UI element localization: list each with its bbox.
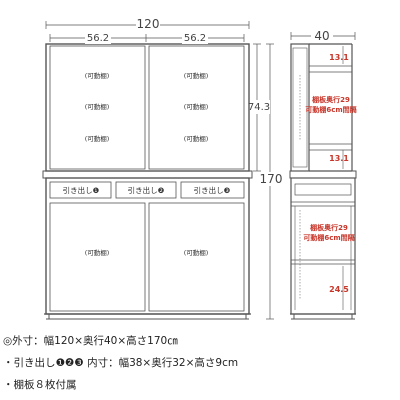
side-upper-top-label: 13.1 <box>329 53 349 62</box>
shelf-label: (可動棚) <box>85 102 110 111</box>
note-shelves: ・棚板８枚付属 <box>3 379 77 391</box>
side-lower-note-2: 可動棚6cm間隔 <box>303 233 354 242</box>
drawer-label-3: 引き出し❸ <box>194 185 231 195</box>
shelf-label: (可動棚) <box>184 71 209 80</box>
side-lower-note-1: 棚板奥行29 <box>310 223 348 232</box>
note-outer-dimensions: ◎外寸：幅120×奥行40×高さ170㎝ <box>3 335 178 347</box>
side-upper-note-1: 棚板奥行29 <box>312 95 350 104</box>
spec-notes: ◎外寸：幅120×奥行40×高さ170㎝ ・引き出し❶❷❸ 内寸：幅38×奥行3… <box>3 330 397 396</box>
side-upper-bottom-label: 13.1 <box>329 154 349 163</box>
drawer-label-1: 引き出し❶ <box>63 185 100 195</box>
note-drawer-dimensions: ・引き出し❶❷❸ 内寸：幅38×奥行32×高さ9cm <box>3 357 239 369</box>
shelf-label: (可動棚) <box>184 134 209 143</box>
front-col-left-label: 56.2 <box>87 33 109 44</box>
shelf-label: (可動棚) <box>184 248 209 257</box>
shelf-label: (可動棚) <box>184 102 209 111</box>
shelf-label: (可動棚) <box>85 248 110 257</box>
front-upper-height-label: 74.3 <box>248 102 270 113</box>
drawer-label-2: 引き出し❷ <box>128 185 165 195</box>
shelf-label: (可動棚) <box>85 134 110 143</box>
front-view <box>42 21 274 320</box>
side-lower-gap-label: 24.5 <box>329 285 349 294</box>
side-view <box>289 32 357 320</box>
side-upper-note-2: 可動棚6cm間隔 <box>305 105 356 114</box>
front-col-right-label: 56.2 <box>184 33 206 44</box>
front-total-height-label: 170 <box>260 172 283 186</box>
shelf-label: (可動棚) <box>85 71 110 80</box>
side-depth-label: 40 <box>314 29 329 43</box>
front-width-label: 120 <box>137 17 160 31</box>
